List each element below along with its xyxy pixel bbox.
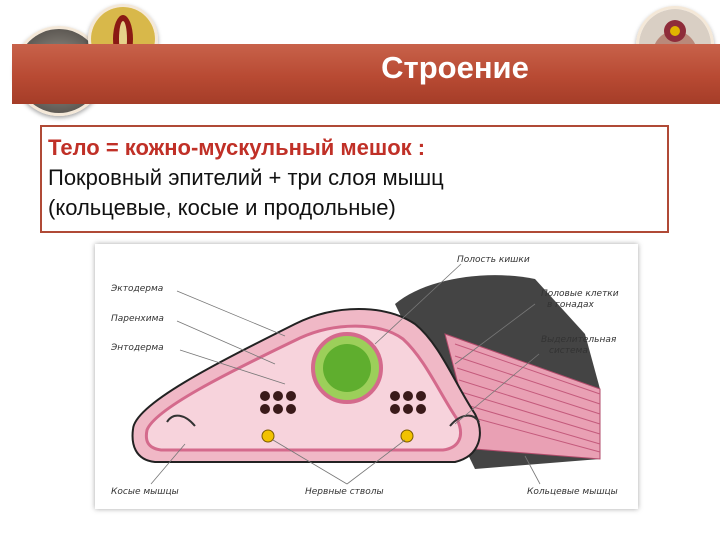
label-excretory-2: система [549,346,588,356]
label-gonads-1: Половые клетки [541,289,619,299]
definition-box: Тело = кожно-мускульный мешок : Покровны… [40,125,669,233]
label-nerve-trunks: Нервные стволы [305,487,384,497]
label-parenchyma: Паренхима [111,314,164,324]
label-gonads-2: в гонадах [547,300,595,310]
flatworm-cross-section-diagram: Эктодерма Паренхима Энтодерма Полость ки… [95,244,638,509]
label-excretory-1: Выделительная [541,335,617,345]
label-endoderm: Энтодерма [110,343,164,353]
label-gut-cavity: Полость кишки [457,255,530,265]
title-bar [12,44,720,104]
definition-line-muscles: (кольцевые, косые и продольные) [48,195,396,220]
slide-title: Строение [381,50,529,85]
label-ectoderm: Эктодерма [110,284,163,294]
definition-line-epithelium: Покровный эпителий + три слоя мышц [48,165,444,190]
label-circular-muscles: Кольцевые мышцы [527,487,618,497]
parenchyma [144,324,462,452]
definition-heading: Тело = кожно-мускульный мешок : [48,135,426,160]
label-oblique-muscles: Косые мышцы [111,487,179,497]
